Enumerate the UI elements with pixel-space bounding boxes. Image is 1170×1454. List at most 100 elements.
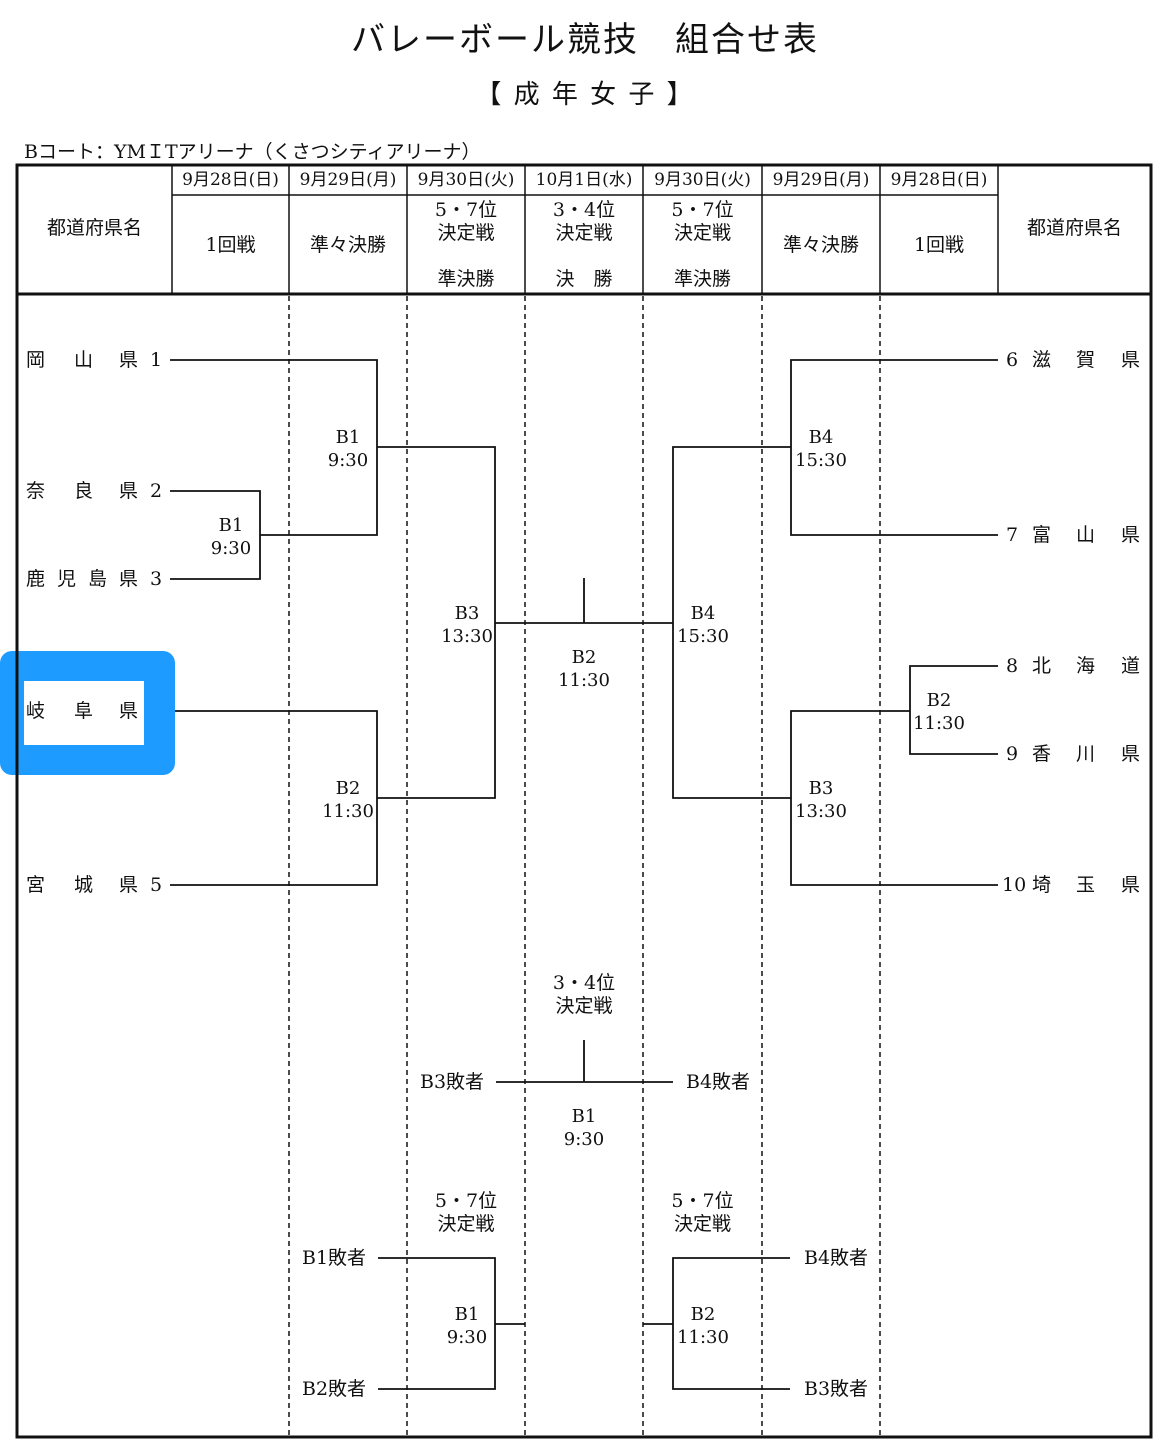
match-qf-left-top: B1 9:30 [311, 426, 385, 472]
match-r1-right: B2 11:30 [902, 689, 976, 735]
fifth-place-label-line2: 決定戦 [673, 1213, 731, 1235]
team-char: 島 [88, 568, 108, 590]
page-subtitle: 【 成 年 女 子 】 [475, 80, 695, 110]
match-sf-left: B3 13:30 [430, 602, 504, 648]
match-time: 11:30 [677, 1327, 729, 1348]
team-char: 県 [119, 700, 139, 722]
match-third-place: B1 9:30 [547, 1105, 621, 1151]
loser-b2-label: B2敗者 [302, 1378, 367, 1400]
header-round-3c: 準決勝 [437, 268, 495, 290]
team-char: 香 [1032, 743, 1052, 765]
loser-b3-label: B3敗者 [420, 1071, 485, 1093]
team-number: 3 [150, 568, 163, 590]
header-round-4b: 決定戦 [555, 222, 613, 244]
match-time: 9:30 [327, 450, 369, 471]
match-qf-left-bottom: B2 11:30 [311, 777, 385, 823]
match-time: 11:30 [913, 713, 965, 734]
team-kagoshima[interactable]: 鹿 児 島 県 3 [26, 567, 166, 591]
header-round-3b: 決定戦 [437, 222, 495, 244]
fifth-place-label-line1: 5・7位 [671, 1190, 734, 1212]
team-char: 県 [1121, 349, 1141, 371]
team-number: 9 [1006, 743, 1019, 765]
team-nara[interactable]: 奈 良 県 2 [26, 479, 166, 503]
team-number: 6 [1006, 349, 1019, 371]
team-char: 県 [119, 874, 139, 896]
match-time: 9:30 [563, 1129, 605, 1150]
match-time: 11:30 [322, 801, 374, 822]
team-char: 県 [119, 480, 139, 502]
header-date-1: 9月28日(日) [182, 170, 279, 190]
team-char: 滋 [1032, 349, 1052, 371]
team-char: 北 [1032, 655, 1052, 677]
match-final: B2 11:30 [547, 646, 621, 692]
fifth-place-label-right: 5・7位 決定戦 [643, 1190, 762, 1236]
team-kagawa[interactable]: 9 香 川 県 [1004, 742, 1144, 766]
selection-highlight[interactable] [0, 651, 175, 775]
team-char: 県 [1121, 743, 1141, 765]
match-time: 13:30 [795, 801, 847, 822]
team-char: 県 [119, 568, 139, 590]
selection-highlight-inner [24, 681, 144, 745]
team-miyagi[interactable]: 宮 城 県 5 [26, 873, 166, 897]
venue-label: Bコート：YMＩTアリーナ（くさつシティアリーナ） [24, 141, 481, 163]
header-date-7: 9月28日(日) [890, 170, 988, 190]
match-court: B3 [454, 603, 480, 624]
header-round-5b: 決定戦 [673, 222, 731, 244]
team-number: 1 [150, 349, 163, 371]
fifth-place-label-line2: 決定戦 [437, 1213, 495, 1235]
header-date-2: 9月29日(月) [299, 170, 397, 190]
loser-b4-label: B4敗者 [686, 1071, 751, 1093]
team-char: 埼 [1032, 874, 1052, 896]
team-char: 岐 [26, 700, 46, 722]
header-round-2: 準々決勝 [309, 234, 386, 256]
team-shiga[interactable]: 6 滋 賀 県 [1004, 348, 1144, 372]
match-fifth-right: B2 11:30 [666, 1303, 740, 1349]
team-char: 富 [1032, 524, 1052, 546]
third-place-label: 3・4位 決定戦 [525, 972, 643, 1018]
match-qf-right-top: B4 15:30 [784, 426, 858, 472]
match-court: B2 [690, 1304, 716, 1325]
team-char: 県 [119, 349, 139, 371]
loser-b1-label: B1敗者 [302, 1247, 367, 1269]
team-char: 海 [1076, 655, 1096, 677]
match-court: B2 [926, 690, 952, 711]
team-toyama[interactable]: 7 富 山 県 [1004, 523, 1144, 547]
team-number: 10 [1002, 874, 1027, 896]
third-place-label-line2: 決定戦 [555, 995, 613, 1017]
match-time: 9:30 [446, 1327, 488, 1348]
fifth-place-label-line1: 5・7位 [434, 1190, 498, 1212]
team-char: 宮 [26, 874, 46, 896]
header-round-5a: 5・7位 [671, 199, 734, 221]
match-court: B1 [454, 1304, 480, 1325]
header-date-3: 9月30日(火) [417, 170, 515, 190]
match-court: B1 [218, 515, 244, 536]
match-court: B3 [808, 778, 834, 799]
header-round-7: 1回戦 [913, 234, 965, 256]
team-gifu[interactable]: 岐 阜 県 [26, 699, 144, 723]
match-court: B2 [571, 647, 597, 668]
header-date-5: 9月30日(火) [654, 170, 751, 190]
loser-b3-label-right: B3敗者 [804, 1378, 869, 1400]
match-time: 9:30 [210, 538, 252, 559]
header-round-1: 1回戦 [205, 234, 256, 256]
loser-b4-label-right: B4敗者 [804, 1247, 869, 1269]
team-char: 玉 [1076, 874, 1096, 896]
team-number: 5 [150, 874, 163, 896]
header-round-4a: 3・4位 [552, 199, 616, 221]
team-saitama[interactable]: 10 埼 玉 県 [1002, 873, 1144, 897]
header-round-5c: 準決勝 [673, 268, 731, 290]
team-number: 8 [1006, 655, 1019, 677]
team-okayama[interactable]: 岡 山 県 1 [26, 348, 166, 372]
header-pref-left: 都道府県名 [46, 217, 142, 239]
match-r1-left: B1 9:30 [194, 514, 268, 560]
team-char: 道 [1121, 655, 1141, 677]
team-char: 岡 [26, 349, 46, 371]
match-time: 13:30 [441, 626, 493, 647]
team-char: 川 [1076, 743, 1096, 765]
team-hokkaido[interactable]: 8 北 海 道 [1004, 654, 1144, 678]
match-sf-right: B4 15:30 [666, 602, 740, 648]
page-title: バレーボール競技 組合せ表 [351, 20, 819, 60]
team-char: 県 [1121, 874, 1141, 896]
match-qf-right-bottom: B3 13:30 [784, 777, 858, 823]
